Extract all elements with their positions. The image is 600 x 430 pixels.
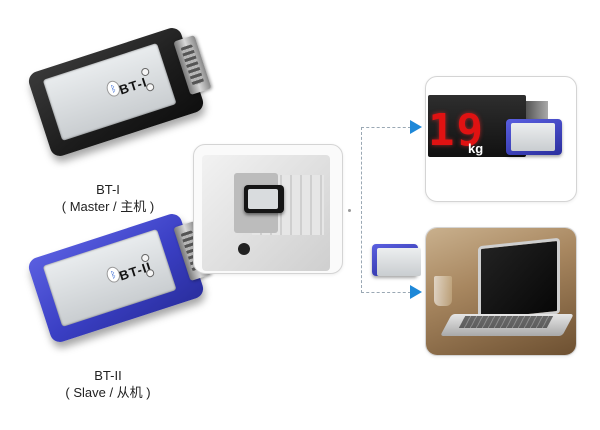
glass-cup bbox=[434, 276, 452, 306]
laptop-keyboard bbox=[458, 316, 554, 328]
power-led bbox=[145, 82, 156, 93]
arrow-right-icon bbox=[410, 120, 422, 134]
laptop-photo bbox=[425, 227, 577, 356]
weight-display-photo: 19 kg bbox=[425, 76, 577, 202]
scale-knob bbox=[238, 243, 250, 255]
laptop-screen bbox=[478, 237, 560, 323]
scale-with-adapter-photo bbox=[193, 144, 343, 274]
bt-i-name: BT-I bbox=[96, 182, 120, 197]
connector-dot bbox=[348, 209, 351, 212]
connector-top bbox=[361, 127, 411, 128]
power-led bbox=[145, 268, 156, 279]
bt-i-caption: BT-I ( Master / 主机 ) bbox=[28, 181, 188, 215]
bt-ii-role: ( Slave / 从机 ) bbox=[65, 385, 151, 400]
adapter-model-label: BT-I bbox=[117, 74, 150, 98]
bt-ii-caption: BT-II ( Slave / 从机 ) bbox=[28, 367, 188, 401]
connector-vertical bbox=[361, 127, 362, 293]
bt-ii-name: BT-II bbox=[94, 368, 122, 383]
arrow-right-icon bbox=[410, 285, 422, 299]
display-digits: 19 bbox=[428, 105, 485, 156]
attached-adapter bbox=[506, 119, 562, 155]
bt-i-role: ( Master / 主机 ) bbox=[61, 199, 155, 214]
inserted-adapter bbox=[244, 185, 284, 213]
connector-bottom bbox=[361, 292, 411, 293]
display-unit: kg bbox=[468, 141, 484, 156]
laptop-adapter bbox=[372, 244, 421, 276]
